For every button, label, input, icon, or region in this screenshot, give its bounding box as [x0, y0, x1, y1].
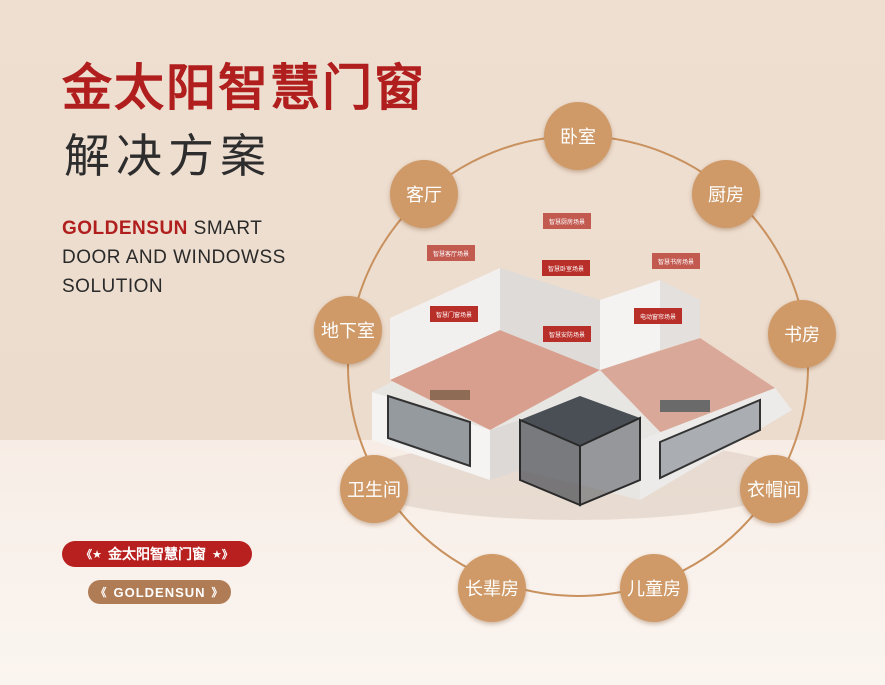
- room-node-elders-room: 长辈房: [458, 554, 526, 622]
- scene-tag: 电动窗帘场景: [634, 308, 682, 324]
- brand-badge-en: 《 GOLDENSUN 》: [88, 580, 231, 604]
- svg-text:智慧安防场景: 智慧安防场景: [549, 331, 585, 339]
- english-line3: SOLUTION: [62, 276, 164, 297]
- svg-text:智慧厨房场景: 智慧厨房场景: [549, 218, 585, 226]
- ornament-icon: 《: [95, 587, 108, 599]
- ornament-icon: 》: [211, 587, 224, 599]
- svg-text:智慧门窗场景: 智慧门窗场景: [436, 311, 472, 319]
- english-smart: SMART: [187, 218, 263, 239]
- svg-text:智慧书房场景: 智慧书房场景: [658, 258, 694, 266]
- ornament-icon: 《★: [81, 548, 102, 561]
- svg-text:智慧客厅场景: 智慧客厅场景: [433, 250, 469, 258]
- svg-text:电动窗帘场景: 电动窗帘场景: [640, 313, 676, 321]
- main-title: 金太阳智慧门窗: [62, 59, 426, 117]
- scene-tag: 智慧客厅场景: [427, 245, 475, 261]
- brand-badge-cn: 《★ 金太阳智慧门窗 ★》: [62, 541, 252, 567]
- scene-tag: 智慧卧室场景: [542, 260, 590, 276]
- room-node-kitchen: 厨房: [692, 160, 760, 228]
- scene-tag: 智慧书房场景: [652, 253, 700, 269]
- svg-text:智慧卧室场景: 智慧卧室场景: [548, 265, 584, 273]
- room-node-living-room: 客厅: [390, 160, 458, 228]
- room-node-bathroom: 卫生间: [340, 455, 408, 523]
- room-node-basement: 地下室: [314, 296, 382, 364]
- room-node-kids-room: 儿童房: [620, 554, 688, 622]
- subtitle: 解决方案: [64, 129, 272, 183]
- scene-tag: 智慧门窗场景: [430, 306, 478, 322]
- english-brand: GOLDENSUN: [62, 218, 188, 239]
- scene-tag: 智慧安防场景: [543, 326, 591, 342]
- english-line2: DOOR AND WINDOWSS: [62, 247, 286, 268]
- room-node-cloakroom: 衣帽间: [740, 455, 808, 523]
- scene-tag: 智慧厨房场景: [543, 213, 591, 229]
- english-title: GOLDENSUN SMART DOOR AND WINDOWSS SOLUTI…: [62, 214, 286, 301]
- room-node-bedroom: 卧室: [544, 102, 612, 170]
- room-node-study: 书房: [768, 300, 836, 368]
- ornament-icon: ★》: [212, 548, 233, 561]
